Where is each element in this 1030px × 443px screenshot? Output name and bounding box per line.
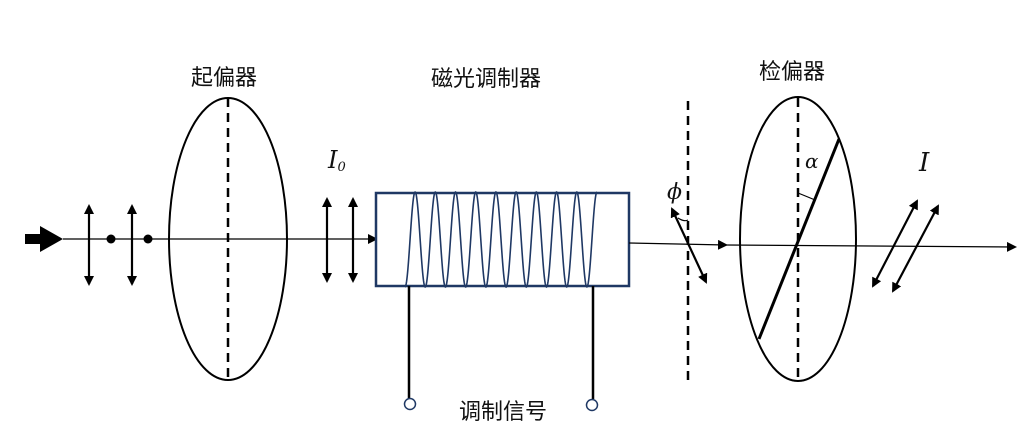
signal-leads xyxy=(403,286,599,412)
input-polarization-marks xyxy=(84,204,153,286)
modulator-label: 磁光调制器 xyxy=(431,67,542,92)
rotation-reference xyxy=(670,101,708,385)
optical-axis-right xyxy=(725,241,1017,252)
modulator-coil xyxy=(404,191,598,288)
polarizer xyxy=(168,97,288,381)
modulator-box xyxy=(374,191,631,288)
signal-label: 调制信号 xyxy=(459,400,548,425)
optical-axis-middle xyxy=(628,239,728,250)
input-beam-arrow xyxy=(25,226,63,252)
i0-symbol: I0 xyxy=(328,146,346,175)
alpha-symbol: α xyxy=(805,149,819,173)
i0-polarization-marks xyxy=(322,197,358,283)
i0-subscript: 0 xyxy=(337,160,346,175)
phi-symbol: ϕ xyxy=(667,180,682,205)
i0-main: I xyxy=(328,146,338,174)
analyzer xyxy=(739,96,857,382)
analyzer-label: 检偏器 xyxy=(759,60,826,85)
output-polarization-marks xyxy=(872,199,939,293)
polarizer-label: 起偏器 xyxy=(191,66,258,91)
output-intensity-symbol: I xyxy=(919,148,930,178)
